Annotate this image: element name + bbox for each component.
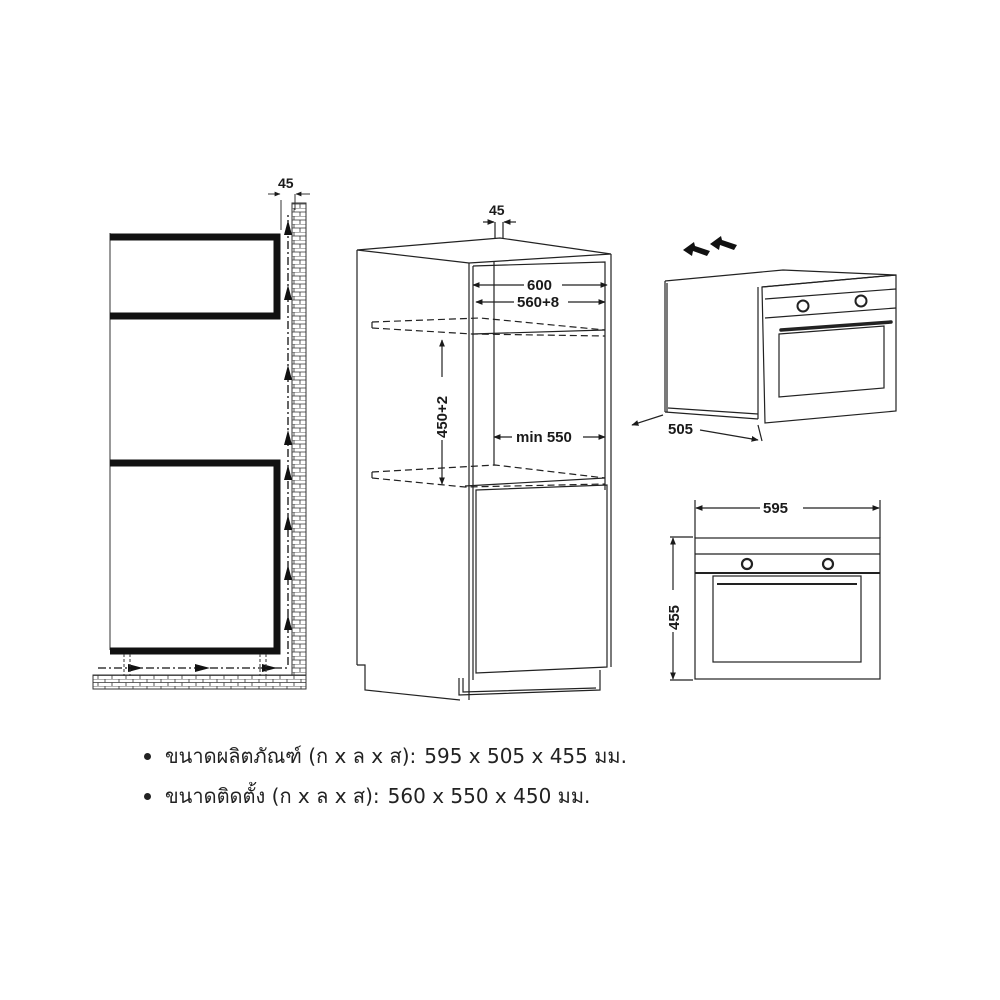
bullet-icon [144,792,151,800]
brick-wall [291,202,307,689]
oven-perspective [631,236,897,442]
spec-value: 595 x 505 x 455 มม. [424,744,627,768]
spec-list: ขนาดผลิตภัณฑ์ (ก x ล x ส): 595 x 505 x 4… [140,736,627,816]
ventilation-section: 45 [92,175,310,690]
cabinet-width-label: 600 [527,277,552,294]
niche-height-label: 450+2 [434,396,451,438]
spec-label: ขนาดติดตั้ง (ก x ล x ส): [165,784,380,808]
oven-height-label: 455 [666,605,683,630]
niche-width-label: 560+8 [517,294,559,311]
vent-gap-label: 45 [278,175,294,191]
spec-product-size: ขนาดผลิตภัณฑ์ (ก x ล x ส): 595 x 505 x 4… [140,736,627,776]
cabinet-section [356,219,612,701]
oven-depth-label: 505 [668,421,693,438]
oven-front-view [670,500,881,681]
upper-unit [110,233,281,320]
spec-installation-size: ขนาดติดตั้ง (ก x ล x ส): 560 x 550 x 450… [140,776,627,816]
brick-floor [92,674,307,690]
spec-value: 560 x 550 x 450 มม. [387,784,591,808]
oven-width-label: 595 [763,500,788,517]
niche-depth-label: min 550 [516,429,572,446]
bullet-icon [144,752,151,760]
spec-label: ขนาดผลิตภัณฑ์ (ก x ล x ส): [165,744,417,768]
lower-unit [110,459,281,655]
cabinet-top-gap-label: 45 [489,202,505,218]
airflow-arrows-icon [683,236,737,256]
